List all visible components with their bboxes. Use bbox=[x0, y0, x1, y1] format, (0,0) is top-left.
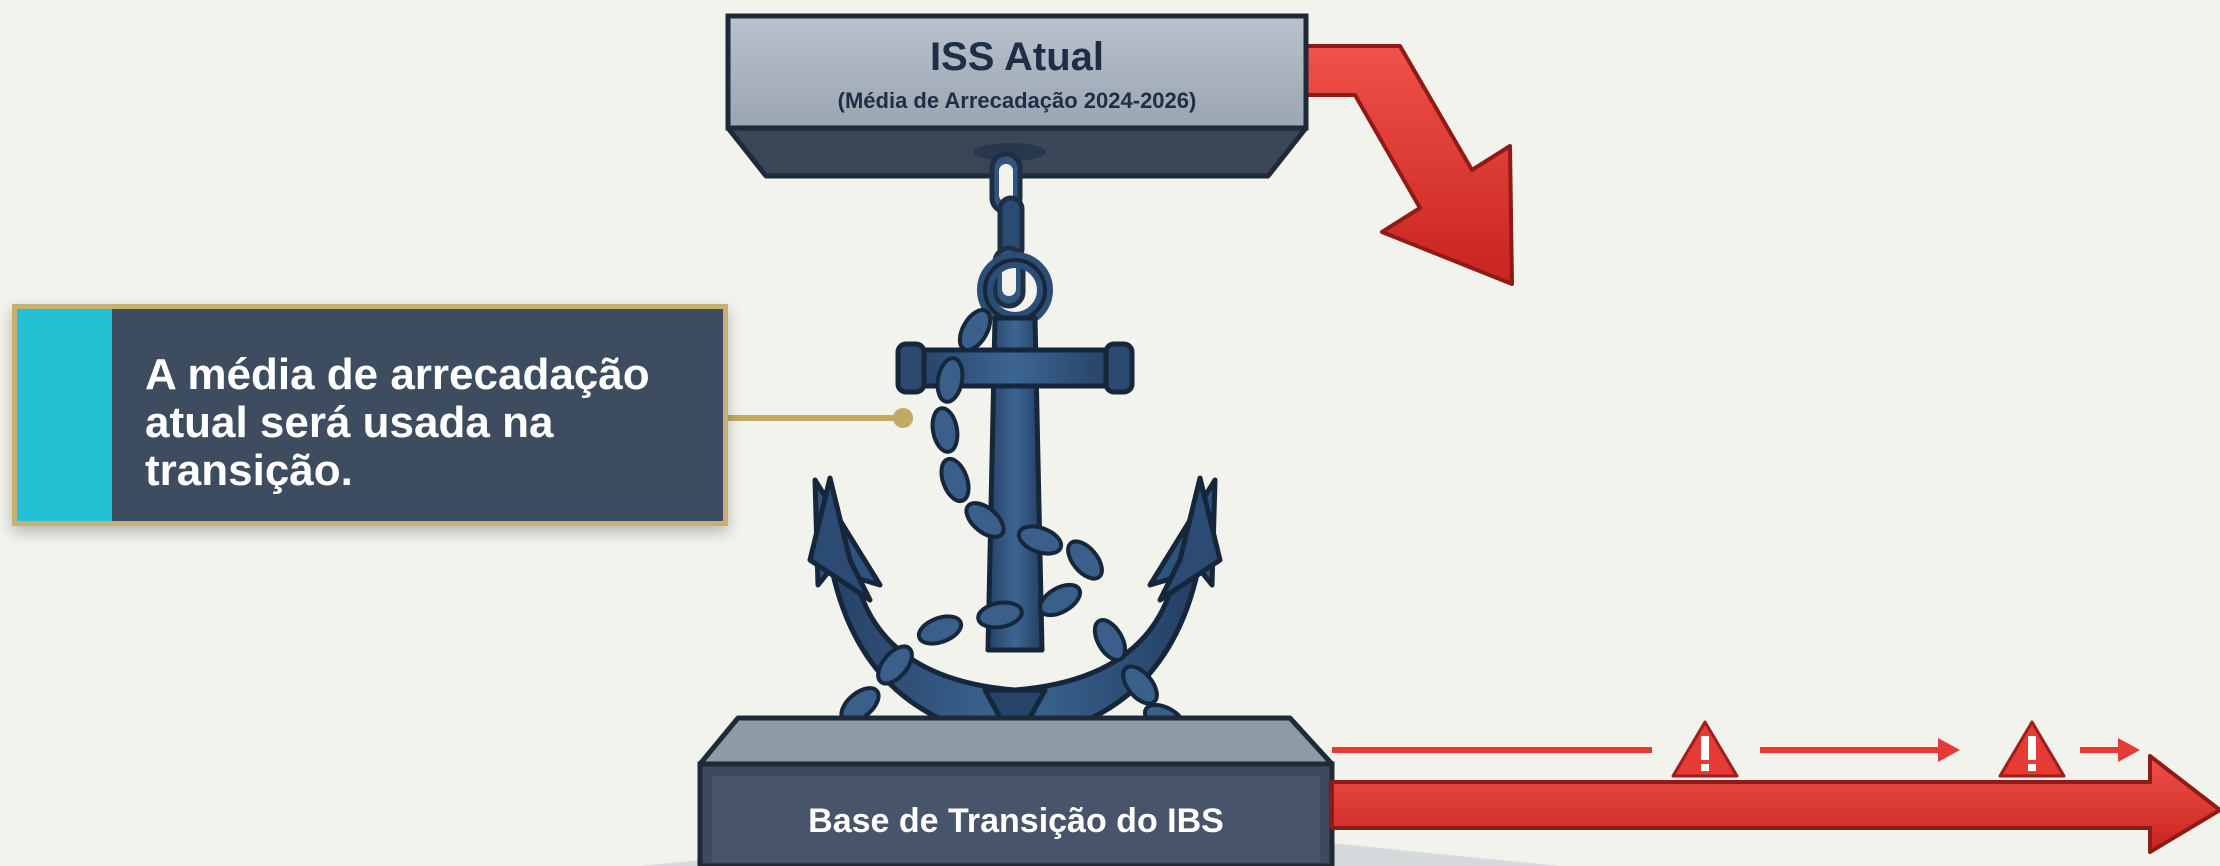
ibs-base-title: Base de Transição do IBS bbox=[808, 802, 1224, 840]
arrow-right-icon bbox=[1330, 738, 2220, 854]
arrow-down-right-icon bbox=[1303, 44, 1514, 286]
anchor-icon bbox=[807, 252, 1223, 748]
callout-text: A média de arrecadação atual será usada … bbox=[145, 350, 650, 495]
iss-block-title: ISS Atual bbox=[930, 35, 1104, 79]
callout-box: A média de arrecadação atual será usada … bbox=[12, 304, 728, 526]
anchor-chain bbox=[839, 308, 1187, 738]
warning-icon bbox=[1998, 720, 2066, 778]
connector-dot bbox=[893, 408, 913, 428]
iss-block-subtitle: (Média de Arrecadação 2024-2026) bbox=[838, 88, 1197, 113]
warning-icon bbox=[1671, 720, 1739, 778]
callout-accent-bar bbox=[17, 309, 112, 521]
chain-icon bbox=[989, 151, 1026, 309]
iss-block: ISS Atual (Média de Arrecadação 2024-202… bbox=[725, 13, 1309, 179]
ibs-base-block: Base de Transição do IBS bbox=[697, 715, 1335, 866]
